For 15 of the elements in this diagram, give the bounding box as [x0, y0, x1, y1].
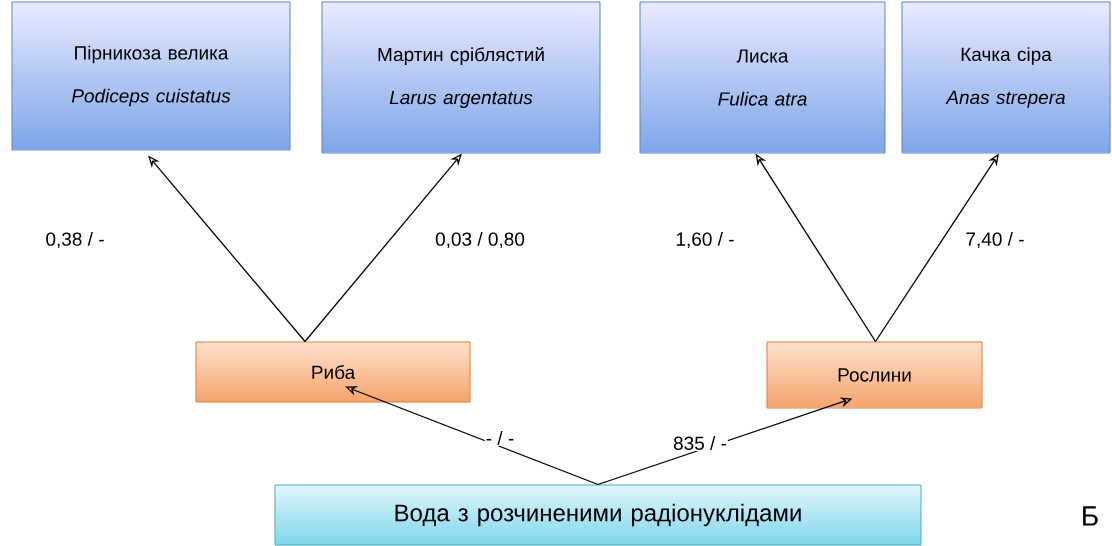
species-box: Качка сіра Anas strepera	[901, 1, 1111, 154]
food-box: Рослини	[766, 341, 983, 409]
edge-label: 0,03 / 0,80	[434, 230, 526, 250]
species-box: Пірникоза велика Podiceps cuistatus	[11, 1, 291, 151]
arrow	[345, 386, 599, 486]
edge-label: 0,38 / -	[44, 230, 106, 250]
source-box: Вода з розчиненими радіонуклідами	[274, 484, 922, 546]
species-box: Мартин сріблястий Larus argentatus	[321, 1, 601, 154]
edge-label: 835 / -	[672, 435, 728, 451]
food-box: Риба	[195, 341, 471, 403]
species-box: Лиска Fulica atra	[639, 1, 886, 154]
edge-label: 1,60 / -	[674, 230, 736, 250]
edge-label: 7,40 / -	[964, 230, 1026, 250]
panel-letter: Б	[1083, 506, 1098, 526]
edge-label: - / -	[484, 430, 516, 446]
